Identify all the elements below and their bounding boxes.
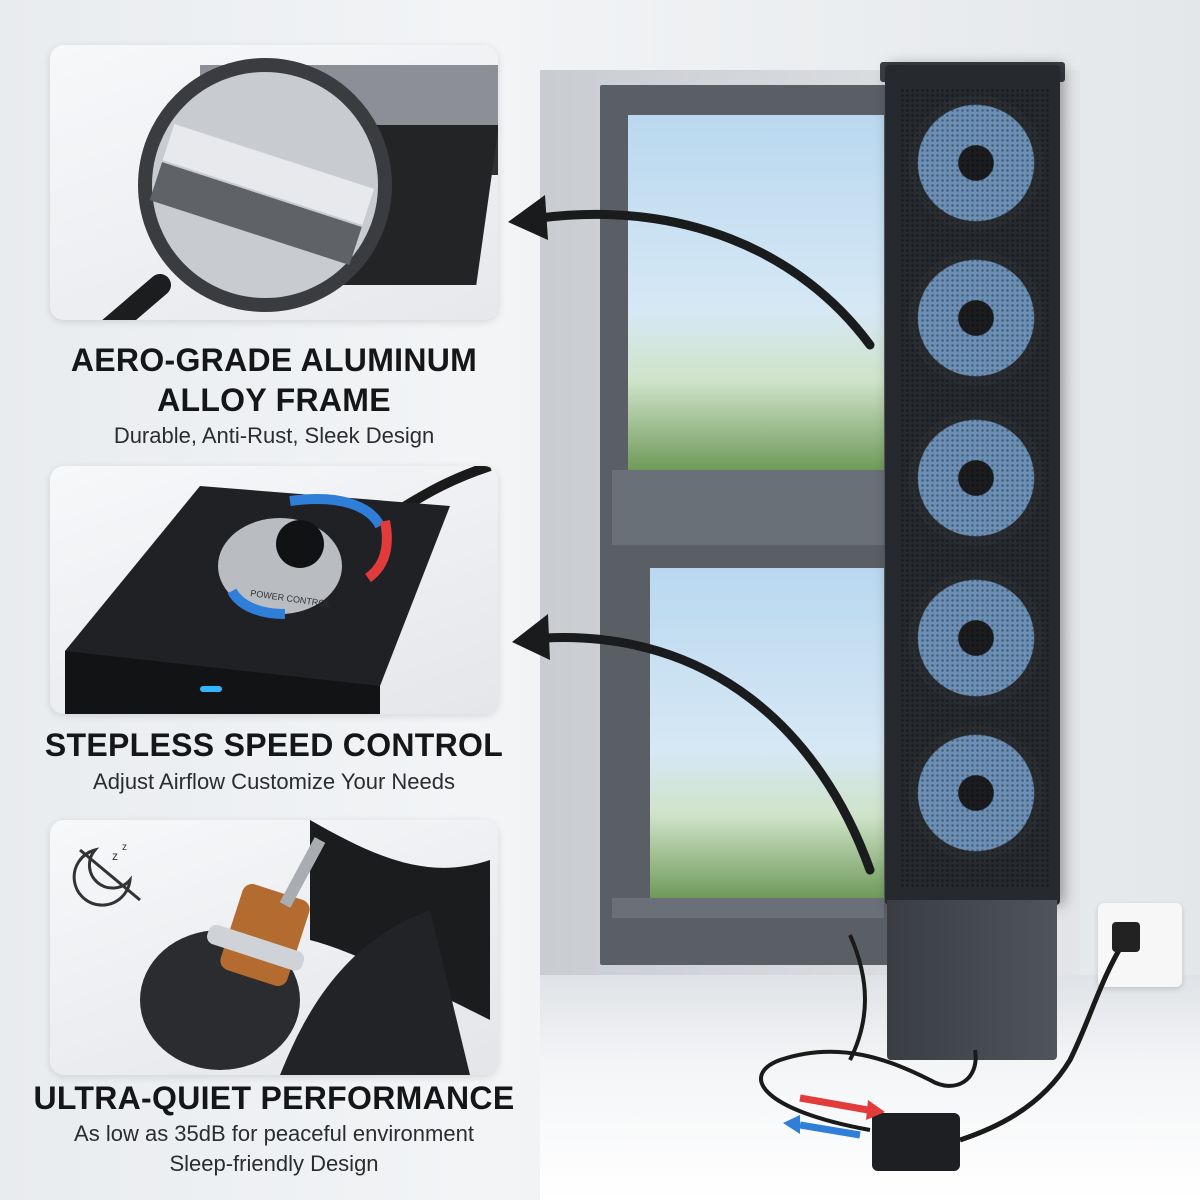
fan-5-icon: [908, 725, 1044, 861]
feature-card-speed-control: POWER CONTROL: [50, 466, 498, 714]
window-glass-upper: [628, 115, 884, 470]
speed-controller-small: [872, 1113, 960, 1171]
fan-4-icon: [908, 570, 1044, 706]
red-airflow-arrow-icon: [799, 1094, 869, 1114]
aluminum-frame-illustration: [102, 58, 498, 320]
moon-sleep-icon: z z: [72, 842, 141, 907]
fan-1-icon: [908, 95, 1044, 231]
window-sash-bottom: [612, 898, 884, 918]
motor-illustration: z z: [72, 820, 490, 1075]
window-glass-lower: [650, 568, 884, 898]
feature-card-aluminum: [50, 45, 498, 320]
blue-airflow-arrow-icon: [799, 1121, 861, 1139]
feature-3-subtitle-line2: Sleep-friendly Design: [169, 1151, 379, 1176]
svg-text:z: z: [112, 849, 118, 863]
curved-arrow-icon: [540, 633, 875, 875]
svg-text:z: z: [122, 842, 127, 853]
feature-2-subtitle: Adjust Airflow Customize Your Needs: [93, 769, 455, 794]
fan-2-icon: [908, 250, 1044, 386]
fan-3-icon: [908, 410, 1044, 546]
feature-2-title: STEPLESS SPEED CONTROL: [44, 727, 504, 763]
curved-arrow-icon: [535, 209, 875, 350]
fan-unit-base: [887, 900, 1057, 1060]
feature-1-title-line2: ALLOY FRAME: [157, 382, 391, 418]
window-sash-middle: [612, 470, 884, 545]
fan-mesh-grille: [900, 88, 1050, 888]
feature-1-title-line1: AERO-GRADE ALUMINUM: [70, 342, 478, 378]
speed-controller-illustration: POWER CONTROL: [65, 466, 492, 714]
feature-3-subtitle: As low as 35dB for peaceful environment: [74, 1121, 474, 1146]
feature-3-title: ULTRA-QUIET PERFORMANCE: [33, 1080, 515, 1116]
feature-card-ultra-quiet: z z: [50, 820, 498, 1075]
feature-1-subtitle: Durable, Anti-Rust, Sleek Design: [113, 423, 435, 448]
